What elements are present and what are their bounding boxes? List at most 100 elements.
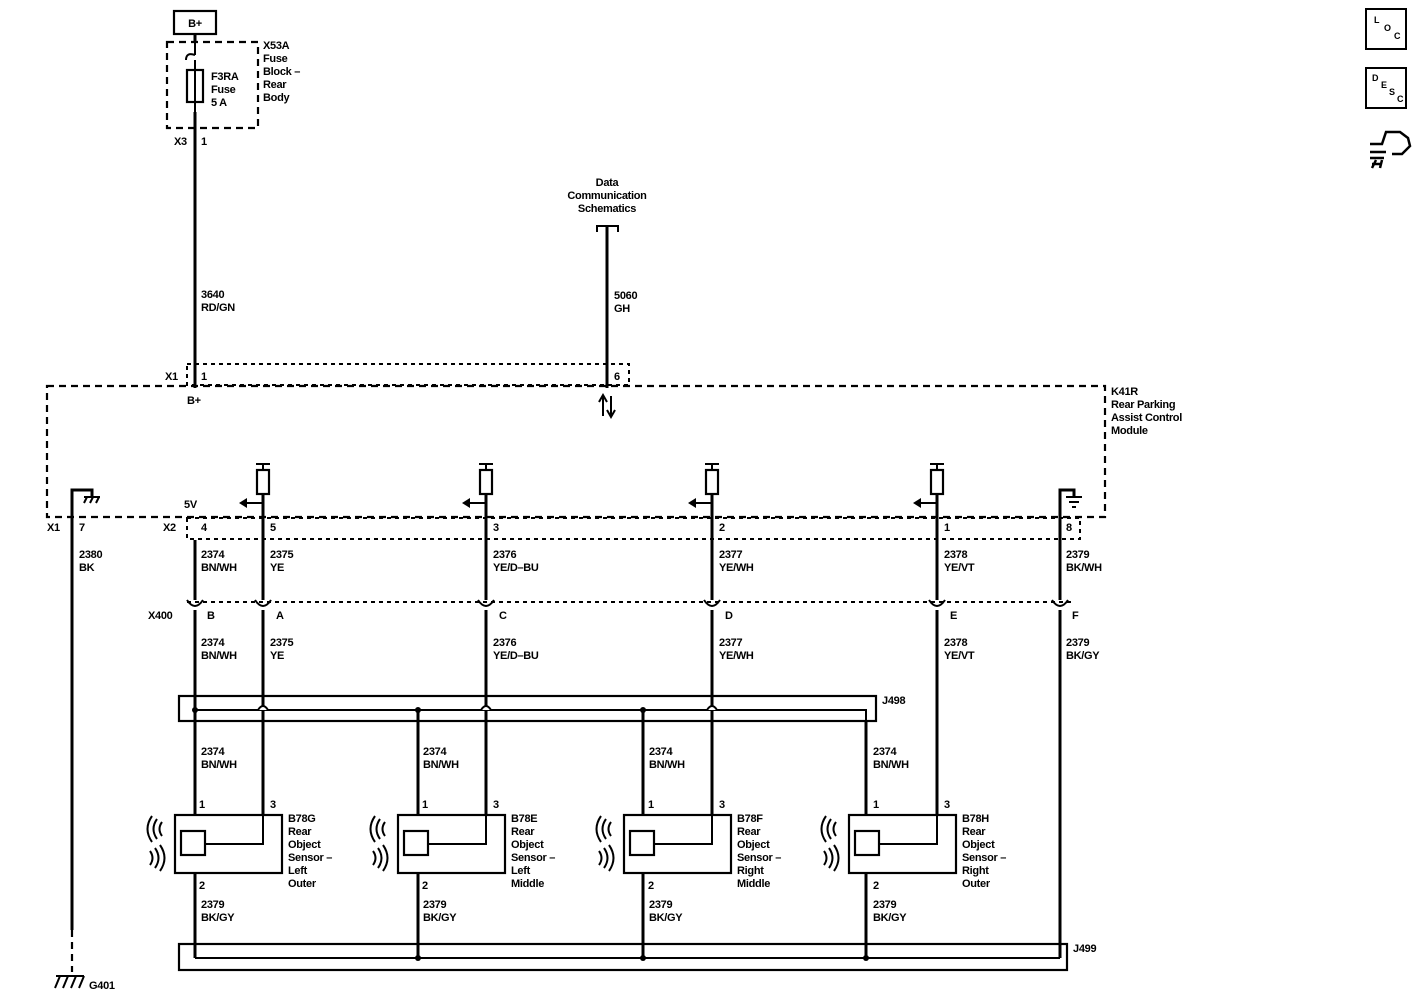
svg-text:Object: Object bbox=[962, 839, 995, 851]
ground-wire-color: BK bbox=[79, 562, 95, 574]
svg-text:2375: 2375 bbox=[270, 637, 293, 649]
j499-splice-pack bbox=[177, 942, 1069, 972]
svg-text:2374: 2374 bbox=[649, 746, 673, 758]
sensor-b78e-pin1: 1 bbox=[422, 799, 428, 811]
svg-text:Block –: Block – bbox=[263, 66, 300, 78]
svg-text:5 A: 5 A bbox=[211, 97, 227, 109]
sensor-drive-circuit-e bbox=[913, 463, 945, 540]
svg-text:2376: 2376 bbox=[493, 549, 516, 561]
svg-text:Communication: Communication bbox=[567, 190, 647, 202]
svg-text:YE/VT: YE/VT bbox=[944, 650, 975, 662]
x400-terminal-symbols bbox=[186, 599, 1069, 607]
svg-text:Fuse: Fuse bbox=[211, 84, 236, 96]
j499-splice-dots bbox=[415, 955, 869, 961]
svg-text:Fuse: Fuse bbox=[263, 53, 288, 65]
sensor-b78h: 1 3 2 B78H Rear Object Sensor – Right Ou… bbox=[820, 799, 1007, 892]
svg-text:Schematics: Schematics bbox=[578, 203, 636, 215]
loc-letter-o: O bbox=[1384, 23, 1392, 33]
svg-text:BK/GY: BK/GY bbox=[649, 912, 683, 924]
x400-pin-f: F bbox=[1072, 610, 1079, 622]
svg-text:Rear: Rear bbox=[737, 826, 761, 838]
sensor-feed-labels: 2374 BN/WH 2374 BN/WH 2374 BN/WH 2374 BN… bbox=[201, 746, 909, 771]
desc-letter-s: S bbox=[1389, 87, 1396, 97]
sensor-b78e-pin3: 3 bbox=[493, 799, 499, 811]
desc-letter-c: C bbox=[1397, 94, 1404, 104]
j498-bus bbox=[195, 709, 867, 815]
svg-text:2374: 2374 bbox=[873, 746, 897, 758]
ground-id: G401 bbox=[89, 980, 115, 992]
loc-button[interactable]: L O C bbox=[1365, 8, 1407, 50]
x1-connector-strip bbox=[186, 363, 630, 386]
svg-text:Rear: Rear bbox=[263, 79, 287, 91]
hand-wrench-icon[interactable] bbox=[1366, 124, 1416, 172]
desc-letter-d: D bbox=[1372, 73, 1379, 83]
sensor-b78h-pin2: 2 bbox=[873, 880, 879, 892]
x2-pin-e: 1 bbox=[944, 522, 950, 534]
svg-text:BN/WH: BN/WH bbox=[649, 759, 685, 771]
svg-text:X53A: X53A bbox=[263, 40, 290, 52]
signal-ground-symbol bbox=[1058, 488, 1082, 540]
fuse-block-busbar bbox=[185, 42, 196, 61]
fuse-label: F3RA Fuse 5 A bbox=[211, 71, 239, 109]
svg-text:2379: 2379 bbox=[423, 899, 446, 911]
bidirectional-arrow-icon bbox=[598, 392, 616, 420]
svg-text:2374: 2374 bbox=[201, 637, 225, 649]
svg-text:BK/GY: BK/GY bbox=[423, 912, 457, 924]
hand-wrench-glyph bbox=[1370, 130, 1412, 169]
x400-pin-e: E bbox=[950, 610, 957, 622]
svg-text:BK/WH: BK/WH bbox=[1066, 562, 1102, 574]
loc-letter-l: L bbox=[1374, 15, 1380, 25]
x400-pin-b: B bbox=[207, 610, 215, 622]
x400-pin-c: C bbox=[499, 610, 507, 622]
sensor-b78e: 1 3 2 B78E Rear Object Sensor – Left Mid… bbox=[369, 799, 556, 892]
svg-text:Right: Right bbox=[962, 865, 989, 877]
svg-text:Middle: Middle bbox=[511, 878, 544, 890]
svg-text:Sensor –: Sensor – bbox=[511, 852, 555, 864]
ground-pin-label: 7 bbox=[79, 522, 85, 534]
svg-text:2374: 2374 bbox=[201, 549, 225, 561]
svg-text:YE/D–BU: YE/D–BU bbox=[493, 650, 539, 662]
sensor-b78f-label: B78F Rear Object Sensor – Right Middle bbox=[737, 813, 782, 890]
ultrasonic-wave-icon bbox=[146, 815, 166, 872]
ground-conn-label: X1 bbox=[47, 522, 60, 534]
svg-text:Sensor –: Sensor – bbox=[288, 852, 332, 864]
svg-text:BN/WH: BN/WH bbox=[201, 562, 237, 574]
loc-letter-c: C bbox=[1394, 31, 1401, 41]
sensor-b78h-pin1: 1 bbox=[873, 799, 879, 811]
svg-text:Middle: Middle bbox=[737, 878, 770, 890]
power-wire-color: RD/GN bbox=[201, 302, 235, 314]
fuse-block-label: X53A Fuse Block – Rear Body bbox=[263, 40, 301, 104]
svg-text:Right: Right bbox=[737, 865, 764, 877]
sensor-b78f-pin1: 1 bbox=[648, 799, 654, 811]
x2-pin-d: 2 bbox=[719, 522, 725, 534]
svg-text:2378: 2378 bbox=[944, 549, 967, 561]
svg-text:BN/WH: BN/WH bbox=[873, 759, 909, 771]
sensor-b78h-pin3: 3 bbox=[944, 799, 950, 811]
svg-text:2374: 2374 bbox=[423, 746, 447, 758]
svg-text:YE/WH: YE/WH bbox=[719, 562, 754, 574]
svg-text:2379: 2379 bbox=[873, 899, 896, 911]
sensor-b78e-pin2: 2 bbox=[422, 880, 428, 892]
data-wire-color: GH bbox=[614, 303, 630, 315]
svg-text:B78G: B78G bbox=[288, 813, 316, 825]
svg-text:Rear: Rear bbox=[511, 826, 535, 838]
x400-pin-a: A bbox=[276, 610, 284, 622]
desc-letter-e: E bbox=[1381, 80, 1388, 90]
svg-text:Sensor –: Sensor – bbox=[962, 852, 1006, 864]
svg-text:2374: 2374 bbox=[201, 746, 225, 758]
bplus-pin-label: B+ bbox=[187, 395, 201, 407]
svg-text:Rear Parking: Rear Parking bbox=[1111, 399, 1175, 411]
desc-button[interactable]: D E S C bbox=[1365, 67, 1407, 109]
j498-label: J498 bbox=[882, 695, 905, 707]
svg-text:Object: Object bbox=[737, 839, 770, 851]
sensor-return-labels: 2379 BK/GY 2379 BK/GY 2379 BK/GY 2379 BK… bbox=[201, 899, 908, 924]
svg-text:BN/WH: BN/WH bbox=[201, 759, 237, 771]
svg-text:2375: 2375 bbox=[270, 549, 293, 561]
svg-text:YE/D–BU: YE/D–BU bbox=[493, 562, 539, 574]
x2-pin-a: 5 bbox=[270, 522, 276, 534]
x1-pin-data: 6 bbox=[614, 371, 620, 383]
sensor-b78f-pin3: 3 bbox=[719, 799, 725, 811]
svg-text:Object: Object bbox=[288, 839, 321, 851]
x2-pin-c: 3 bbox=[493, 522, 499, 534]
